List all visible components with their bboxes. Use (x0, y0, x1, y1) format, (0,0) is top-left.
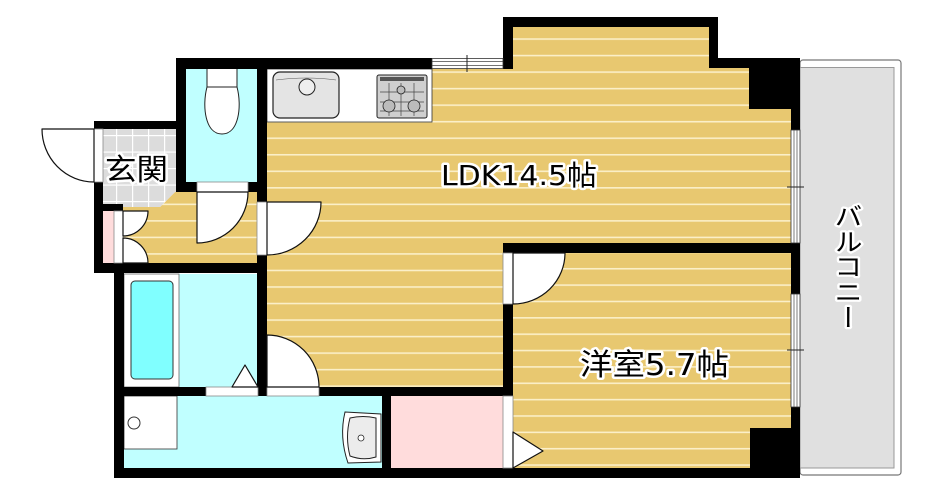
wall (503, 17, 513, 69)
western-room-label: 洋室5.7帖 (580, 348, 729, 383)
western-room-floor (513, 253, 791, 468)
toilet-door-swing (196, 191, 249, 244)
entrance-label: 玄関 (105, 153, 168, 188)
balcony-label: バルコニー (831, 203, 864, 330)
window-top (431, 55, 504, 72)
bathtub-icon (123, 273, 180, 388)
wash-basin-icon (342, 411, 382, 464)
ldk-washroom-door-swing (266, 334, 320, 388)
entrance-door-swing (41, 128, 95, 183)
wall (94, 263, 267, 273)
wall (382, 387, 391, 478)
balcony (799, 59, 902, 476)
bathroom-folding-door (231, 364, 259, 388)
ldk-hall-door-frame (256, 201, 268, 256)
door-openings (93, 128, 514, 469)
shoe-closet-door-frame (113, 210, 124, 264)
doors (41, 128, 566, 469)
bathroom-door-frame (205, 386, 259, 397)
wall (94, 121, 103, 273)
window-ldk-balcony (787, 129, 804, 244)
bathtub-basin (130, 280, 174, 380)
toilet-icon (204, 67, 240, 135)
wash-basin-drain (357, 434, 365, 442)
burner (407, 99, 421, 113)
closet-door-frame (502, 395, 514, 469)
wall (503, 17, 718, 27)
burner (396, 85, 406, 95)
gas-stove-icon (376, 74, 428, 119)
shoe-closet-door-lower (122, 237, 149, 264)
wall (114, 468, 800, 478)
entrance-floor (103, 129, 177, 207)
closet-floor (391, 396, 503, 468)
shoe-closet-door-upper (122, 210, 149, 237)
wall (709, 17, 718, 68)
kitchen-sink-icon (272, 71, 340, 119)
closet-folding-door (512, 431, 544, 469)
wall (114, 263, 124, 478)
bedroom-door-swing (512, 252, 566, 305)
burner (382, 99, 396, 113)
washing-machine-drain (127, 416, 141, 430)
balcony-floor (799, 67, 895, 469)
wall (176, 58, 432, 69)
wall (709, 58, 800, 68)
wall (94, 204, 123, 211)
wall (750, 428, 800, 478)
kitchen-counter (266, 68, 433, 123)
wall (503, 243, 513, 396)
entrance-door-frame (93, 128, 104, 183)
sink-drain (298, 78, 316, 96)
wall (94, 121, 186, 129)
windows (431, 55, 804, 408)
stove-body (376, 74, 428, 119)
toilet-bowl (204, 86, 240, 135)
sink-rim (275, 77, 337, 81)
window-bedroom-balcony (787, 293, 804, 408)
ldk-label: LDK14.5帖 (441, 159, 597, 192)
stove-panel (380, 77, 424, 81)
shoe-closet-floor (103, 211, 114, 263)
wall (791, 58, 800, 478)
toilet-tank (206, 67, 238, 88)
ldk-hall-door-swing (266, 201, 322, 256)
ldk-washroom-door-frame (266, 386, 320, 397)
toilet-door-frame (196, 181, 249, 193)
wall (503, 243, 800, 253)
washing-machine-space-icon (123, 395, 178, 450)
bedroom-door-frame (502, 252, 514, 305)
